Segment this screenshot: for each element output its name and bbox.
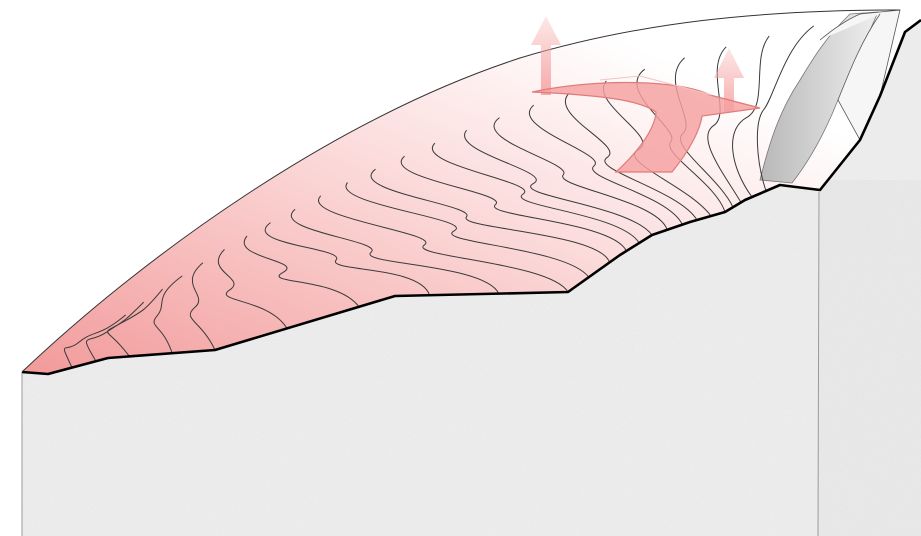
terrain-diagram bbox=[0, 0, 921, 536]
